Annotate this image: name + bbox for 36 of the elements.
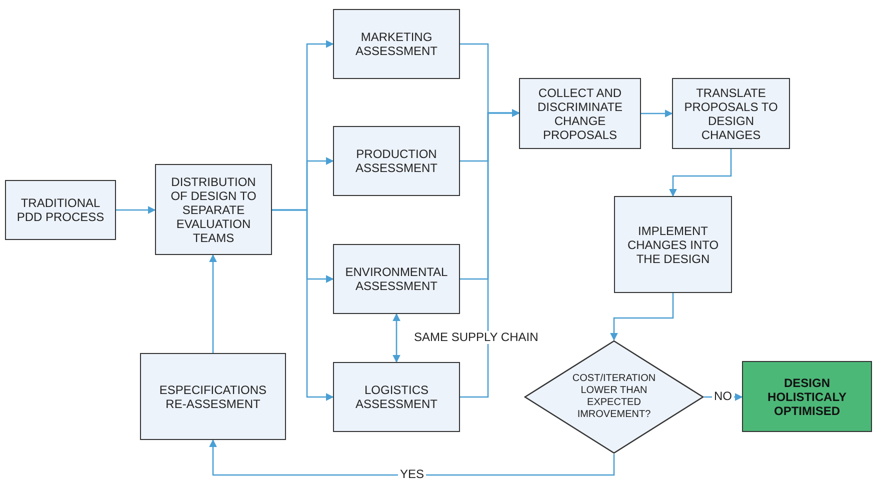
process-box [140,353,286,440]
box-label: MARKETING ASSESSMENT [354,30,439,58]
process-box [672,78,790,149]
box-label: ENVIRONMENTAL ASSESSMENT [344,265,449,293]
box-label: DISTRIBUTION OF DESIGN TO SEPARATE EVALUATION TEAMS [170,174,258,244]
box-label: ESPECIFICATIONS RE-ASSESMENT [158,382,268,410]
arrow [116,206,156,214]
arrow [460,109,520,398]
edge-label: SAME SUPPLY CHAIN [412,331,540,344]
box-label: COST/ITERATION LOWER THAN EXPECTED IMROVEMENT? [571,373,657,421]
process-box [333,362,460,432]
box-label: LOGISTICS ASSESSMENT [354,383,439,411]
process-box [155,164,272,255]
decision-diamond [524,340,704,454]
process-box [5,180,116,240]
box-label: PRODUCTION ASSESSMENT [354,147,439,175]
process-box [333,244,460,314]
arrow [209,254,217,353]
arrow [641,110,673,118]
arrow [272,209,334,401]
box-label: DESIGN HOLISTICALY OPTIMISED [766,376,848,418]
box-label: COLLECT AND DISCRIMINATE CHANGE PROPOSALS [536,86,624,142]
box-label: IMPLEMENT CHANGES INTO THE DESIGN [626,224,720,266]
arrow [209,439,615,476]
box-label: TRANSLATE PROPOSALS TO DESIGN CHANGES [683,86,779,142]
edge-label: YES [398,468,426,481]
result-box [742,361,872,432]
process-box [519,78,641,149]
arrow [610,293,674,341]
edge-label: NO [712,390,734,403]
process-box [333,126,460,196]
arrow [392,313,400,363]
box-label: TRADITIONAL PDD PROCESS [16,196,106,224]
process-box [333,9,460,79]
process-box [614,196,732,293]
arrow [669,149,732,197]
